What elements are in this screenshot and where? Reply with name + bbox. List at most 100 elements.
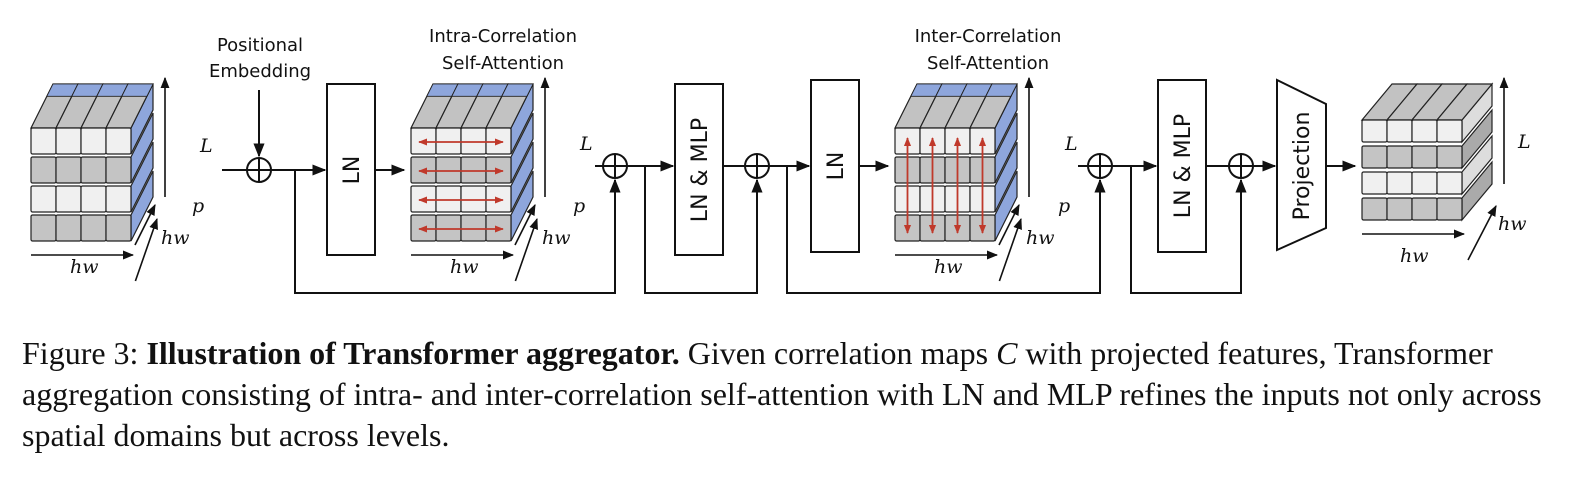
axis-hw-arrow xyxy=(1467,205,1497,261)
projection-block-label: Projection xyxy=(1290,112,1315,221)
cube-top-accent xyxy=(121,83,154,97)
cube-front-face xyxy=(105,214,132,242)
cube-front-face xyxy=(1436,197,1463,221)
cube-front-face xyxy=(80,127,107,155)
cube-front-face xyxy=(1386,145,1413,169)
cube-front-face xyxy=(1361,197,1388,221)
cube-front-face xyxy=(1411,197,1438,221)
cube-front-face xyxy=(30,156,57,184)
dim-label-p: p xyxy=(573,195,585,217)
sum-node xyxy=(744,153,770,179)
ln-block-1-label: LN xyxy=(340,156,365,185)
axis-p-arrow xyxy=(998,203,1020,246)
inter-attention-label: Inter-Correlation xyxy=(915,26,1062,47)
cube-front-face xyxy=(1436,171,1463,195)
cube-front-face xyxy=(1386,171,1413,195)
cube-front-face xyxy=(435,127,462,155)
caption-title: Illustration of Transformer aggregator. xyxy=(146,335,680,371)
dim-label-L: L xyxy=(579,133,593,155)
caption-text: Given correlation maps xyxy=(687,335,989,371)
axis-p-arrow xyxy=(514,203,536,246)
cube-front-face xyxy=(1411,145,1438,169)
dim-label-hw: hw xyxy=(161,227,190,249)
cube-front-face xyxy=(55,214,82,242)
flow-connections xyxy=(222,90,1357,294)
cube-front-face xyxy=(55,156,82,184)
cube-front-face xyxy=(30,214,57,242)
cube-front-face xyxy=(485,127,512,155)
cube-front-face xyxy=(435,185,462,213)
cube-front-face xyxy=(1361,171,1388,195)
ln-block-1 xyxy=(326,83,376,256)
cube-front-face xyxy=(105,185,132,213)
cube-front-face xyxy=(30,127,57,155)
output-cube xyxy=(1360,76,1509,261)
caption-figure-label: Figure 3: xyxy=(22,335,139,371)
dim-label-L: L xyxy=(199,135,213,157)
axis-hw-arrow xyxy=(134,217,158,282)
cube-front-face xyxy=(460,156,487,184)
axis-hw-arrow xyxy=(514,217,538,282)
cube-front-face xyxy=(435,156,462,184)
cube-front-face xyxy=(410,156,437,184)
dim-label-hw: hw xyxy=(934,256,963,278)
cube-front-face xyxy=(485,214,512,242)
cube-front-face xyxy=(1436,119,1463,143)
positional-embedding-label: Positional xyxy=(217,35,303,56)
axis-hw-arrow xyxy=(998,217,1022,282)
cube-front-face xyxy=(410,127,437,155)
cube-front-face xyxy=(1386,119,1413,143)
caption-symbol: C xyxy=(996,335,1018,371)
dim-label-hw: hw xyxy=(70,256,99,278)
transformer-aggregator-diagram: L p hw hw L p hw hw L p hw hw L hw hw Po… xyxy=(30,26,1531,294)
input-cube xyxy=(30,76,170,282)
sum-node xyxy=(1087,153,1113,179)
dim-label-hw: hw xyxy=(1498,213,1527,235)
dim-label-p: p xyxy=(192,195,204,217)
dim-label-hw: hw xyxy=(542,227,571,249)
ln-mlp-block-1 xyxy=(674,83,724,256)
cube-front-face xyxy=(55,127,82,155)
inter-attention-cube xyxy=(894,76,1034,282)
cube-front-face xyxy=(1411,119,1438,143)
inter-attention-label: Self-Attention xyxy=(927,53,1049,74)
projection-block xyxy=(1276,78,1327,252)
cube-front-face xyxy=(485,156,512,184)
dim-label-L: L xyxy=(1517,131,1531,153)
cube-front-face xyxy=(460,214,487,242)
cube-front-face xyxy=(410,214,437,242)
ln-mlp-block-2 xyxy=(1157,79,1207,253)
sum-node xyxy=(1228,153,1254,179)
cube-front-face xyxy=(1361,119,1388,143)
cube-front-face xyxy=(80,185,107,213)
positional-embedding-label: Embedding xyxy=(209,61,311,82)
cube-front-face xyxy=(410,185,437,213)
cube-front-face xyxy=(105,127,132,155)
cube-front-face xyxy=(30,185,57,213)
dim-label-hw: hw xyxy=(1400,245,1429,267)
figure-caption: Figure 3: Illustration of Transformer ag… xyxy=(22,333,1572,456)
cube-front-face xyxy=(1361,145,1388,169)
dim-label-L: L xyxy=(1064,133,1078,155)
cube-front-face xyxy=(55,185,82,213)
cube-front-face xyxy=(80,214,107,242)
cube-front-face xyxy=(1411,171,1438,195)
cube-front-face xyxy=(1386,197,1413,221)
ln-mlp-block-2-label: LN & MLP xyxy=(1171,114,1196,218)
sum-node xyxy=(602,153,628,179)
cube-front-face xyxy=(460,185,487,213)
ln-block-2 xyxy=(810,79,860,253)
sum-node xyxy=(246,157,272,183)
intra-attention-label: Intra-Correlation xyxy=(429,26,577,47)
axis-p-arrow xyxy=(134,203,156,246)
ln-mlp-block-1-label: LN & MLP xyxy=(688,118,713,222)
cube-front-face xyxy=(435,214,462,242)
cube-top-accent xyxy=(501,83,534,97)
cube-top-accent xyxy=(985,83,1018,97)
caption-text: with projected features, Transformer agg… xyxy=(22,335,1542,453)
cube-front-face xyxy=(460,127,487,155)
dim-label-hw: hw xyxy=(1026,227,1055,249)
intra-attention-label: Self-Attention xyxy=(442,53,564,74)
cube-front-face xyxy=(1436,145,1463,169)
dim-label-p: p xyxy=(1058,195,1070,217)
